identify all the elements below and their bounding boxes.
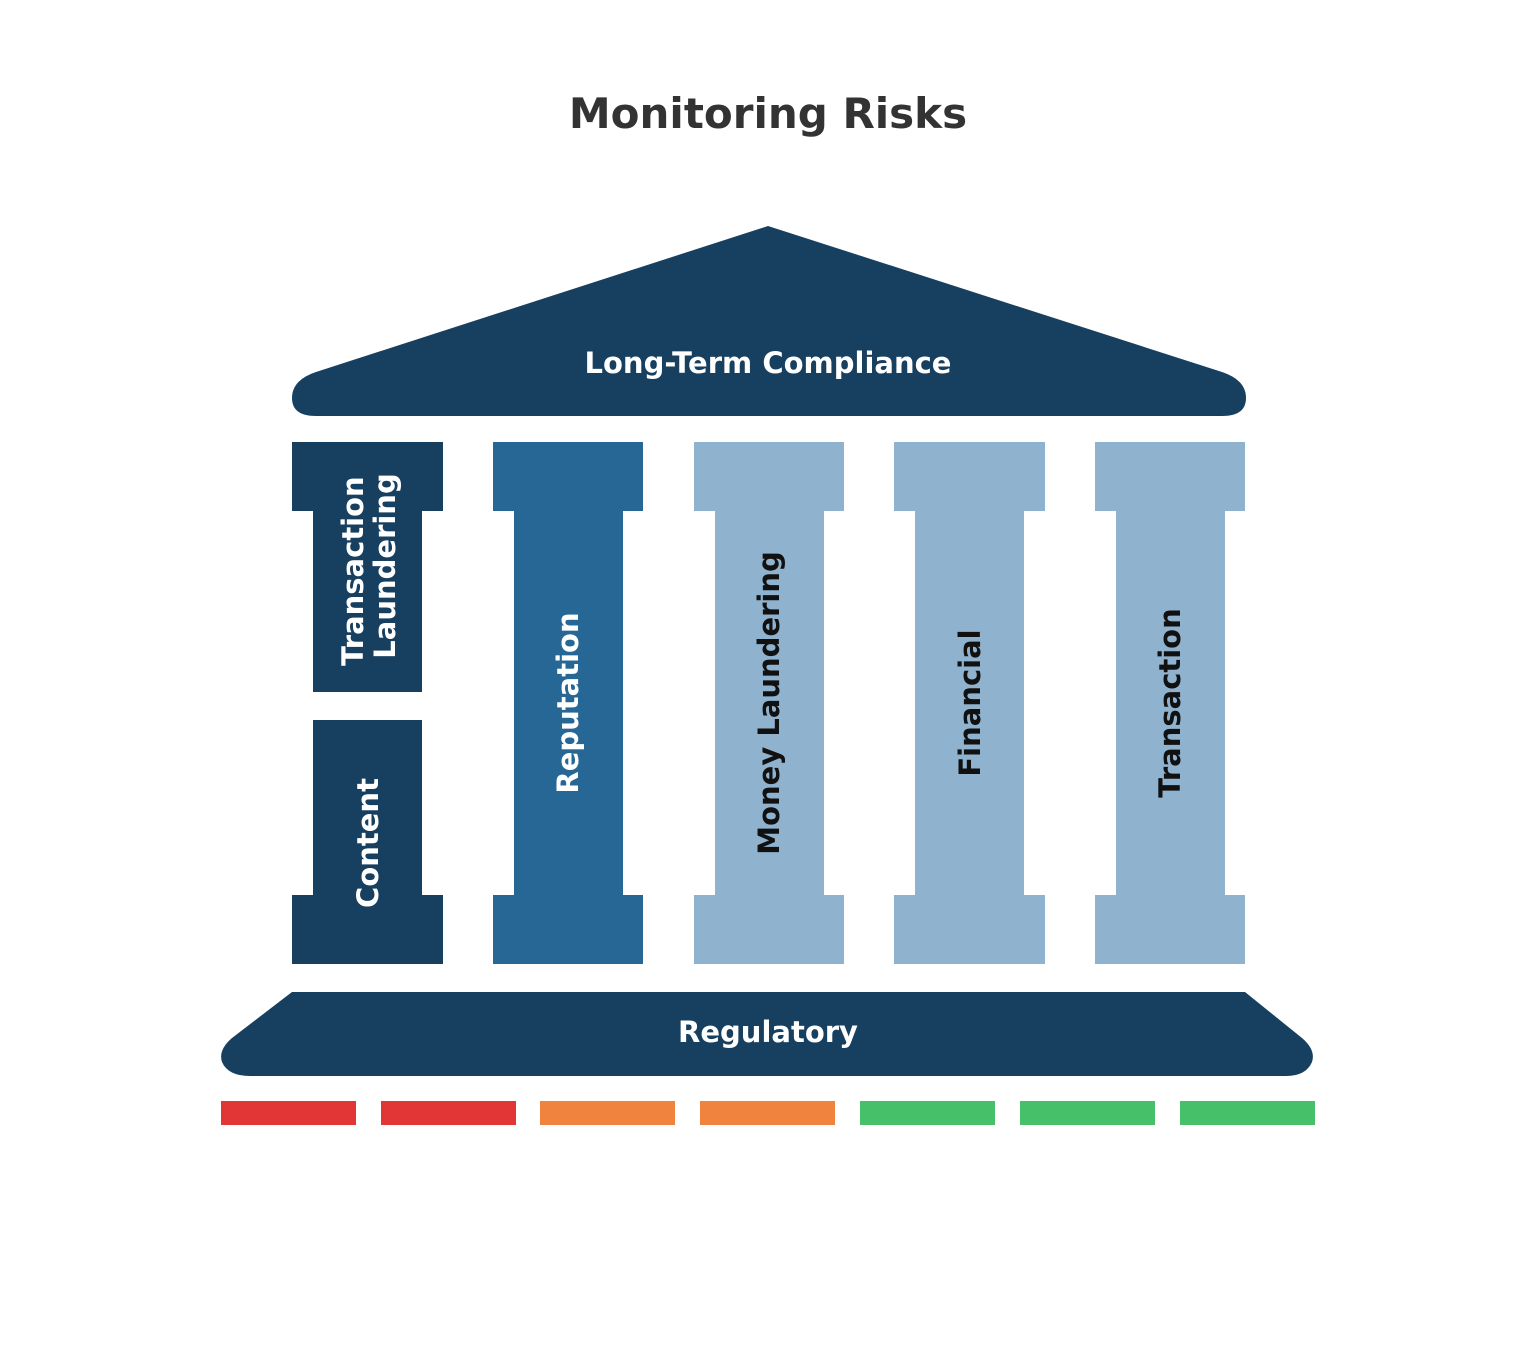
pillar-transaction-shape	[1095, 442, 1245, 964]
risk-scale-segment	[1180, 1101, 1315, 1125]
diagram-title: Monitoring Risks	[569, 89, 967, 138]
pillar-content-shape	[292, 720, 443, 964]
pillar-label-line: Content	[351, 778, 385, 908]
pillar-label-line: Transaction	[1153, 608, 1187, 798]
base-label: Regulatory	[678, 1015, 858, 1049]
pillar-reputation: Reputation	[493, 442, 643, 964]
risk-scale-segment	[381, 1101, 516, 1125]
base-shape	[221, 992, 1313, 1076]
pillar-reputation-label: Reputation	[551, 612, 585, 793]
base: Regulatory	[221, 992, 1313, 1076]
pillar-label-line: Transaction	[336, 476, 370, 666]
pillar-financial: Financial	[894, 442, 1045, 964]
roof-shape	[292, 226, 1246, 416]
risk-scale-segment	[860, 1101, 995, 1125]
roof: Long-Term Compliance	[292, 226, 1246, 416]
pillar-transaction-label: Transaction	[1153, 608, 1187, 798]
risk-scale-segment	[1020, 1101, 1155, 1125]
risk-scale-segment	[540, 1101, 675, 1125]
risk-scale	[221, 1101, 1315, 1125]
pillar-label-line: Financial	[953, 629, 987, 776]
pillar-content-label: Content	[351, 778, 385, 908]
risk-scale-segment	[221, 1101, 356, 1125]
risk-scale-segment	[700, 1101, 835, 1125]
pillar-transaction: Transaction	[1095, 442, 1245, 964]
pillar-content: Content	[292, 720, 443, 964]
pillar-transaction-laundering: Transaction Laundering	[292, 442, 443, 692]
pillar-label-line: Money Laundering	[752, 551, 786, 855]
pillar-financial-label: Financial	[953, 629, 987, 776]
pillar-transaction-laundering-label: Transaction Laundering	[336, 466, 402, 666]
pillar-money-laundering-label: Money Laundering	[752, 551, 786, 855]
pillar-reputation-shape	[493, 442, 643, 964]
roof-label: Long-Term Compliance	[585, 346, 952, 380]
pillar-label-line: Laundering	[368, 473, 402, 658]
pillar-money-laundering: Money Laundering	[694, 442, 844, 964]
pillar-label-line: Reputation	[551, 612, 585, 793]
pillar-transaction-laundering-shape	[292, 442, 443, 692]
pillar-financial-shape	[894, 442, 1045, 964]
pillars: Transaction Laundering Content Reputatio…	[292, 442, 1245, 964]
pillar-money-laundering-shape	[694, 442, 844, 964]
